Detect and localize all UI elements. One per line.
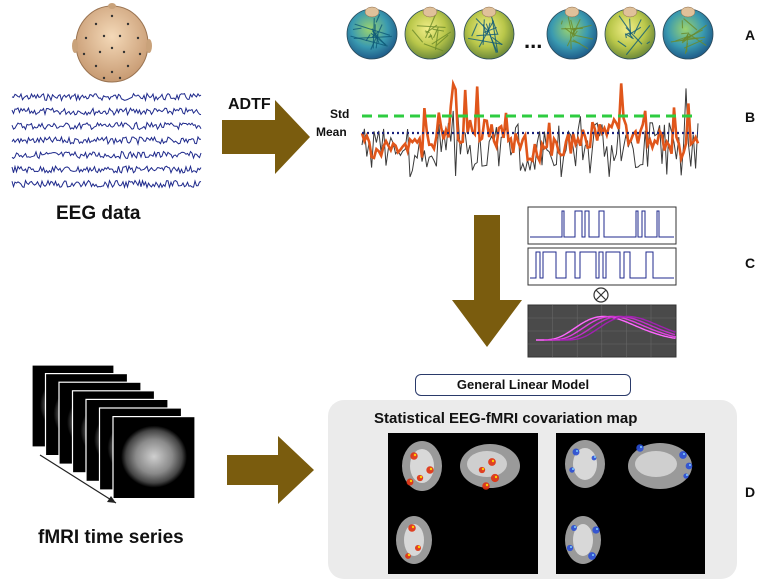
fmri-volume-stack	[31, 364, 196, 500]
brain-connectivity-network-icon	[546, 6, 598, 60]
brain-connectivity-network-icon	[604, 6, 656, 60]
hrf-plot	[527, 304, 677, 358]
brain-mri-slice-icon	[112, 416, 196, 500]
eeg-traces	[11, 92, 202, 190]
adtf-label: ADTF	[228, 96, 271, 113]
eeg-channel-trace	[11, 135, 201, 146]
binary-regressors	[527, 206, 677, 286]
mean-label: Mean	[316, 125, 347, 139]
down-arrow	[452, 215, 522, 347]
std-label: Std	[330, 107, 350, 121]
adtf-time-series-plot	[360, 79, 700, 178]
panel-label-d: D	[745, 484, 756, 500]
brain-mri-right	[556, 433, 705, 574]
eeg-channel-trace	[11, 121, 202, 131]
panel-label-c: C	[745, 255, 756, 271]
ellipsis-label: ...	[524, 28, 543, 53]
brain-connectivity-network-icon	[662, 6, 714, 60]
eeg-channel-trace	[11, 178, 202, 190]
eeg-channel-trace	[11, 92, 202, 103]
scalp-electrode-head-icon	[72, 3, 152, 83]
map-title: Statistical EEG-fMRI covariation map	[374, 410, 638, 427]
fmri-arrow	[227, 436, 314, 504]
time-axis-arrow	[39, 454, 117, 504]
brain-connectivity-network-icon	[346, 6, 398, 60]
circled-times-icon	[593, 287, 609, 303]
fmri-time-series-label: fMRI time series	[38, 527, 184, 548]
eeg-channel-trace	[11, 106, 202, 117]
brain-mri-left	[388, 433, 538, 574]
eeg-channel-trace	[11, 150, 202, 160]
brain-connectivity-network-icon	[404, 6, 456, 60]
eeg-channel-trace	[11, 164, 202, 175]
panel-label-b: B	[745, 109, 756, 125]
glm-box: General Linear Model	[415, 374, 631, 396]
eeg-data-label: EEG data	[56, 203, 141, 224]
brain-connectivity-network-icon	[463, 6, 515, 60]
connectivity-networks	[346, 6, 714, 60]
panel-label-a: A	[745, 27, 756, 43]
adtf-arrow	[222, 100, 310, 174]
